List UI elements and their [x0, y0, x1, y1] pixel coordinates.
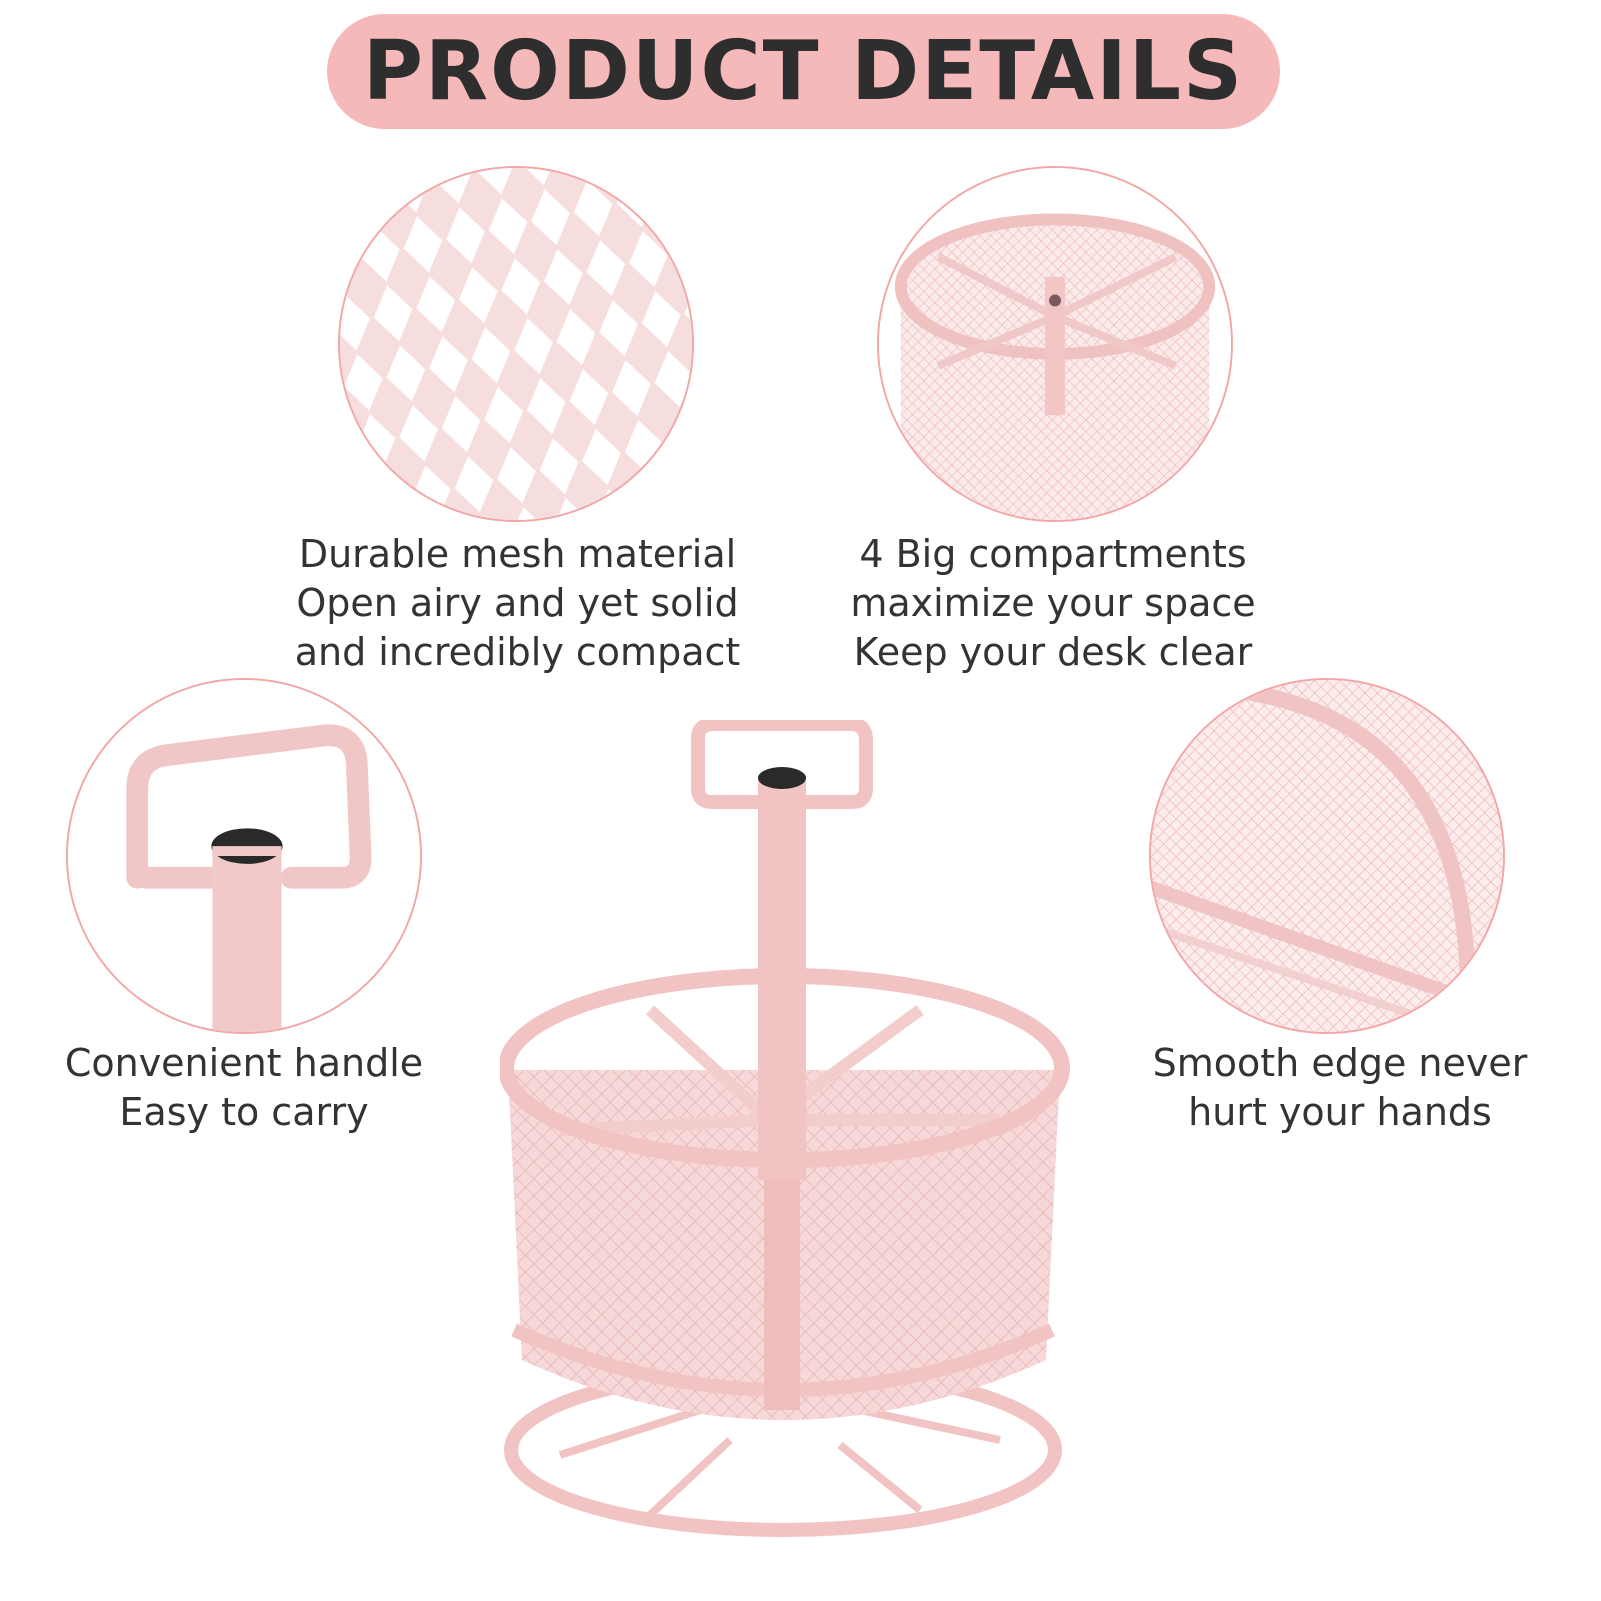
mesh-caption-line-3: and incredibly compact	[294, 630, 741, 674]
edge-caption-line-1: Smooth edge never	[1152, 1041, 1528, 1085]
mesh-caption-line-1: Durable mesh material	[298, 532, 737, 576]
compartments-image	[877, 166, 1233, 522]
mesh-caption: Durable mesh material Open airy and yet …	[290, 530, 745, 677]
product-image	[500, 720, 1100, 1600]
compartments-caption: 4 Big compartments maximize your space K…	[838, 530, 1268, 677]
compartments-caption-line-2: maximize your space	[850, 581, 1256, 625]
edge-caption-line-2: hurt your hands	[1188, 1090, 1492, 1134]
compartments-caption-line-3: Keep your desk clear	[853, 630, 1253, 674]
mesh-closeup-image	[338, 166, 694, 522]
edge-image	[1149, 678, 1505, 1034]
handle-caption-line-2: Easy to carry	[119, 1090, 369, 1134]
title-banner: PRODUCT DETAILS	[327, 14, 1280, 129]
mesh-caption-line-2: Open airy and yet solid	[296, 581, 739, 625]
handle-caption-line-1: Convenient handle	[64, 1041, 424, 1085]
page-title: PRODUCT DETAILS	[362, 23, 1245, 119]
compartments-caption-line-1: 4 Big compartments	[859, 532, 1247, 576]
handle-caption: Convenient handle Easy to carry	[44, 1039, 444, 1137]
handle-image	[66, 678, 422, 1034]
edge-caption: Smooth edge never hurt your hands	[1140, 1039, 1540, 1137]
